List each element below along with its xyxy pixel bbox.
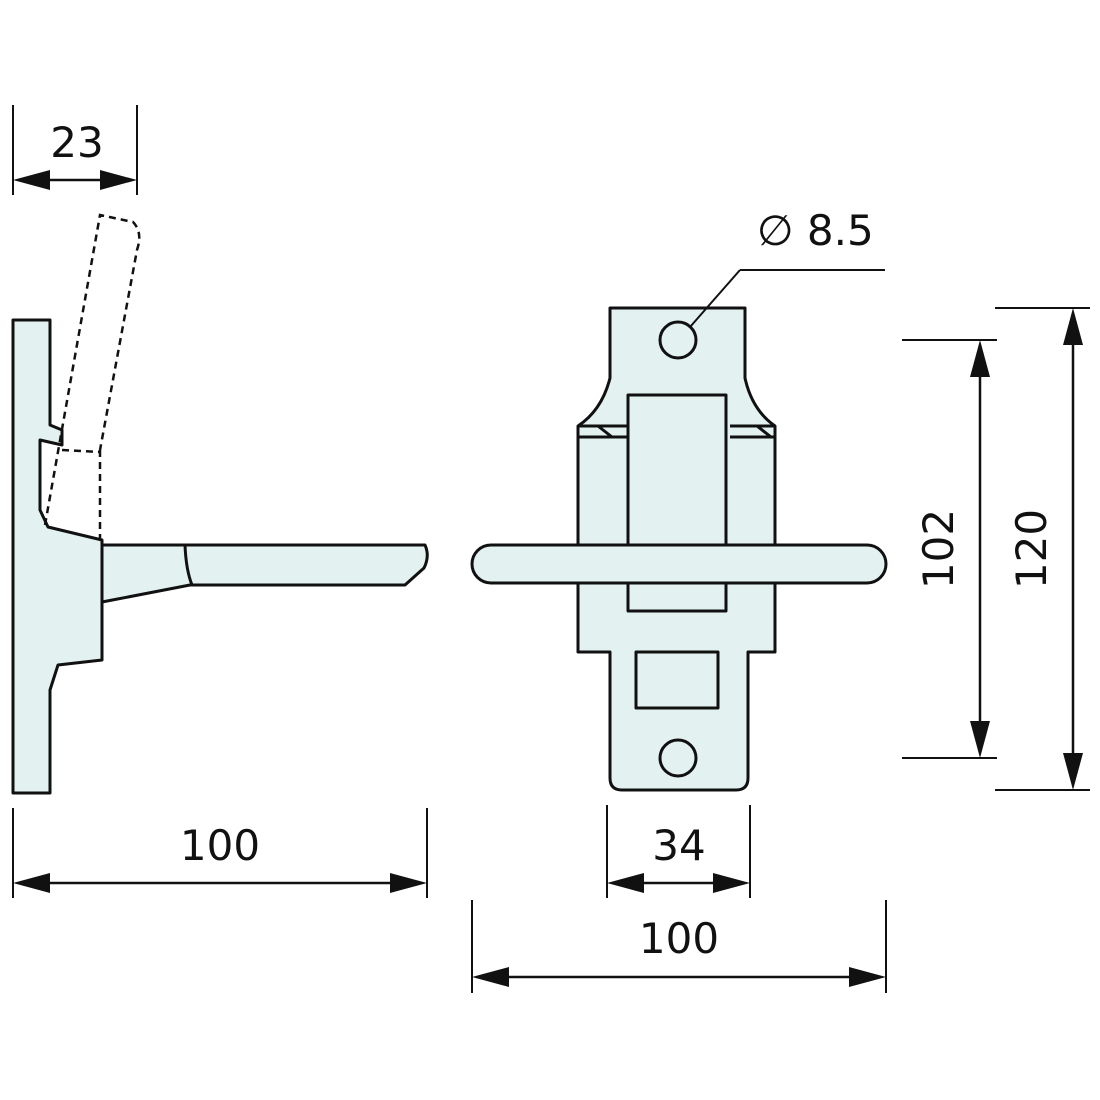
side-view [11, 213, 429, 795]
dim-side-length: 100 [12, 808, 428, 898]
dim-hole-diameter-label: ∅ 8.5 [757, 206, 874, 255]
dim-plate-width: 34 [606, 805, 751, 898]
side-back-plate [11, 318, 104, 795]
dim-side-length-label: 100 [180, 821, 260, 870]
dim-plate-width-label: 34 [652, 821, 705, 870]
front-handle-bar [470, 543, 888, 585]
dim-hole-spacing: 102 [902, 339, 997, 759]
dim-lever-offset-label: 23 [50, 118, 103, 167]
dim-handle-width: 100 [471, 900, 887, 993]
dim-lever-offset: 23 [12, 105, 138, 195]
dim-plate-height: 120 [995, 307, 1090, 791]
front-plate-ledge-notch [597, 424, 772, 439]
side-arm-step [183, 544, 194, 586]
front-plate-ledge [578, 424, 775, 439]
dim-handle-width-label: 100 [639, 914, 719, 963]
front-lower-slot [634, 650, 720, 710]
side-lever-raised-base [61, 448, 102, 540]
side-arm [100, 543, 429, 604]
front-hole-bottom-icon [658, 738, 698, 778]
front-view [470, 306, 888, 792]
dim-plate-height-label: 120 [1007, 509, 1056, 589]
front-hole-top-icon [658, 320, 698, 360]
side-lever-raised [43, 213, 141, 526]
dim-hole-diameter: ∅ 8.5 [689, 206, 885, 328]
dim-hole-spacing-label: 102 [914, 509, 963, 589]
